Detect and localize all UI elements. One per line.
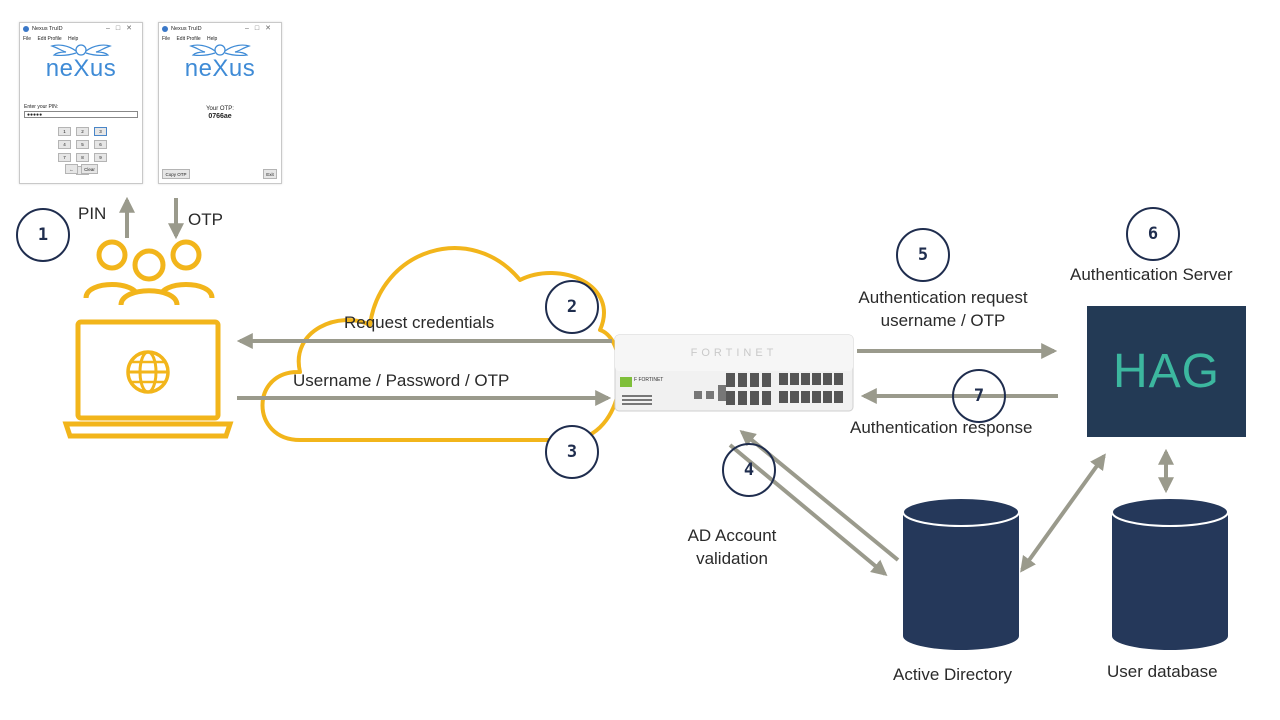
backspace-button[interactable]: ← (65, 164, 78, 174)
key-8[interactable]: 8 (76, 153, 89, 162)
window-controls[interactable]: –□✕ (245, 25, 277, 32)
otp-label-text: OTP (188, 210, 223, 229)
logo-wordmark: neXus (45, 55, 117, 82)
laptop-icon (62, 319, 234, 439)
otp-window-title: Nexus TruID (171, 26, 202, 32)
pin-input[interactable]: ●●●●● (24, 111, 138, 118)
ad-validation-label-line2: validation (696, 549, 768, 568)
menu-edit-profile[interactable]: Edit Profile (37, 36, 62, 42)
user-database-icon (1111, 497, 1229, 650)
app-icon (23, 26, 29, 32)
firewall-appliance-icon (614, 334, 854, 412)
auth-response-label: Authentication response (850, 418, 1033, 437)
pin-label-text: PIN (78, 204, 107, 223)
auth-request-label-line1: Authentication request (858, 288, 1028, 307)
wings-icon (189, 44, 251, 56)
auth-server-label: Authentication Server (1070, 265, 1233, 284)
username-password-otp-label: Username / Password / OTP (293, 371, 510, 390)
key-3[interactable]: 3 (94, 127, 107, 136)
step-3-badge: 3 (545, 425, 599, 479)
hag-server-box: HAG (1087, 306, 1246, 437)
menu-file[interactable]: File (23, 36, 32, 42)
menu-help[interactable]: Help (207, 36, 218, 42)
pin-window: Nexus TruID –□✕ File Edit Profile Help n… (19, 22, 143, 184)
request-credentials-label: Request credentials (344, 313, 495, 332)
pin-label: Enter your PIN: (24, 104, 59, 110)
otp-window-menubar: File Edit Profile Help (159, 35, 281, 44)
auth-request-label-line2: username / OTP (880, 311, 1006, 330)
key-1[interactable]: 1 (58, 127, 71, 136)
menu-help[interactable]: Help (68, 36, 79, 42)
menu-file[interactable]: File (162, 36, 171, 42)
hag-ad-arrow (1020, 453, 1106, 573)
step-1-badge: 1 (16, 208, 70, 262)
pin-window-titlebar: Nexus TruID –□✕ (20, 23, 142, 35)
key-9[interactable]: 9 (94, 153, 107, 162)
otp-value: 0766ae (208, 113, 232, 120)
user-database-label: User database (1107, 662, 1218, 681)
cloud-icon (260, 246, 623, 442)
app-icon (162, 26, 168, 32)
pin-window-title: Nexus TruID (32, 26, 63, 32)
step-6-badge: 6 (1126, 207, 1180, 261)
fortinet-brand-text: FORTINET (690, 347, 778, 359)
ad-validation-label-line1: AD Account (687, 526, 777, 545)
key-2[interactable]: 2 (76, 127, 89, 136)
key-7[interactable]: 7 (58, 153, 71, 162)
key-4[interactable]: 4 (58, 140, 71, 149)
fortinet-firewall: FORTINET F FORTINET (614, 333, 854, 413)
step-4-badge: 4 (722, 443, 776, 497)
users-group-icon (83, 239, 215, 306)
fortinet-badge-text: F FORTINET (634, 377, 664, 383)
nexus-logo: neXus (159, 43, 281, 81)
copy-otp-button[interactable]: Copy OTP (162, 169, 190, 179)
key-5[interactable]: 5 (76, 140, 89, 149)
step-2-badge: 2 (545, 280, 599, 334)
otp-window: Nexus TruID –□✕ File Edit Profile Help n… (158, 22, 282, 184)
step-5-badge: 5 (896, 228, 950, 282)
menu-edit-profile[interactable]: Edit Profile (176, 36, 201, 42)
otp-label: Your OTP: (206, 106, 234, 112)
hag-label: HAG (1112, 345, 1220, 398)
window-controls[interactable]: –□✕ (106, 25, 138, 32)
wings-icon (50, 44, 112, 56)
clear-button[interactable]: Clear (81, 164, 98, 174)
logo-wordmark: neXus (184, 55, 256, 82)
exit-button[interactable]: Exit (263, 169, 277, 179)
otp-window-titlebar: Nexus TruID –□✕ (159, 23, 281, 35)
pin-window-menubar: File Edit Profile Help (20, 35, 142, 44)
active-directory-db-icon (902, 497, 1020, 650)
key-6[interactable]: 6 (94, 140, 107, 149)
nexus-logo: neXus (20, 43, 142, 81)
active-directory-label: Active Directory (893, 665, 1013, 684)
step-7-badge: 7 (952, 369, 1006, 423)
